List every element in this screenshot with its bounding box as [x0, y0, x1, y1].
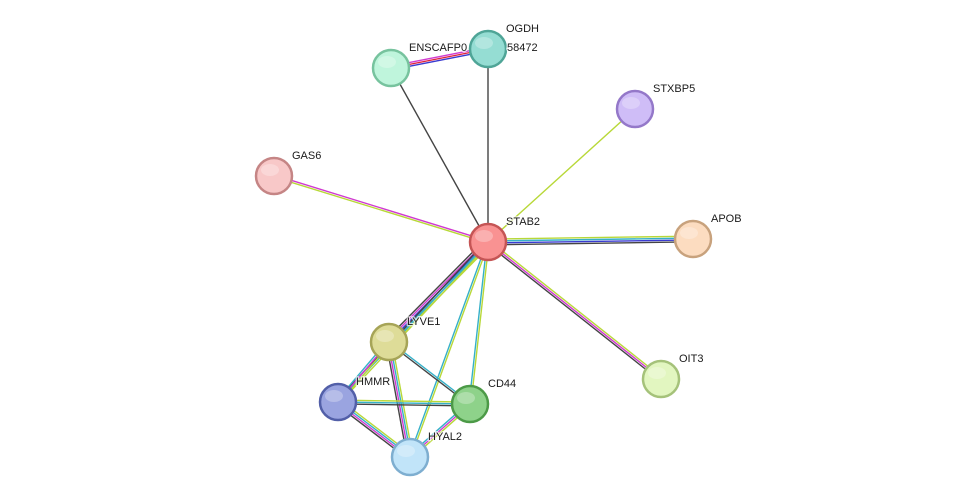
node-oit3-highlight — [648, 367, 666, 379]
node-label-lyve1: LYVE1 — [407, 316, 440, 328]
edge-evidence-line — [389, 341, 412, 457]
edge-stab2-enscafp — [390, 67, 489, 243]
node-gas6-highlight — [261, 164, 279, 176]
node-lyve1[interactable] — [369, 322, 409, 362]
edge-evidence-line — [273, 176, 488, 244]
edge-evidence-line — [488, 241, 694, 246]
node-hyal2[interactable] — [390, 437, 430, 477]
node-ogdh-highlight — [475, 37, 493, 49]
edge-evidence-line — [390, 67, 489, 243]
node-label-stab2: STAB2 — [506, 216, 540, 228]
node-oit3-circle[interactable] — [641, 359, 681, 399]
node-enscafp-circle[interactable] — [371, 48, 411, 88]
edge-lyve1-hyal2 — [385, 341, 414, 458]
edge-evidence-line — [487, 235, 693, 240]
edge-evidence-line — [487, 239, 694, 244]
node-label-gas6: GAS6 — [292, 150, 321, 162]
node-stxbp5-highlight — [622, 97, 640, 109]
node-ogdh-circle[interactable] — [468, 29, 508, 69]
edge-evidence-line — [487, 108, 636, 243]
edge-evidence-line — [487, 241, 662, 380]
edge-layer — [273, 46, 694, 460]
node-lyve1-highlight — [376, 330, 394, 342]
edge-evidence-line — [487, 237, 694, 242]
node-apob[interactable] — [673, 219, 713, 259]
node-apob-circle[interactable] — [673, 219, 713, 259]
node-stab2[interactable] — [468, 222, 508, 262]
edge-evidence-line — [387, 342, 410, 458]
edge-stab2-apob — [487, 235, 694, 246]
node-label-ogdh: OGDH — [506, 23, 539, 35]
node-stab2-circle[interactable] — [468, 222, 508, 262]
node-label-hmmr: HMMR — [356, 376, 390, 388]
node-hyal2-circle[interactable] — [390, 437, 430, 477]
edge-evidence-line — [468, 241, 488, 404]
node-hmmr[interactable] — [318, 382, 358, 422]
edge-evidence-line — [385, 238, 486, 340]
edge-stab2-oit3 — [486, 239, 663, 382]
edge-evidence-line — [338, 242, 490, 404]
edge-evidence-line — [391, 341, 414, 457]
node-lyve1-circle[interactable] — [369, 322, 409, 362]
edge-evidence-line — [385, 342, 408, 458]
edge-hmmr-cd44 — [337, 399, 471, 407]
edge-evidence-line — [408, 241, 488, 457]
edge-stab2-cd44 — [468, 241, 490, 405]
node-gas6-circle[interactable] — [254, 156, 294, 196]
edge-evidence-line — [410, 242, 490, 458]
node-label-hyal2: HYAL2 — [428, 431, 462, 443]
node-label-cd44: CD44 — [488, 378, 516, 390]
edge-stab2-gas6 — [273, 174, 489, 244]
node-cd44[interactable] — [450, 384, 490, 424]
node-stxbp5-circle[interactable] — [615, 89, 655, 129]
node-layer — [254, 29, 713, 477]
node-hmmr-circle[interactable] — [318, 382, 358, 422]
node-stab2-highlight — [475, 230, 493, 242]
node-enscafp-highlight — [378, 56, 396, 68]
edge-evidence-line — [337, 403, 470, 407]
node-cd44-highlight — [457, 392, 475, 404]
node-hyal2-highlight — [397, 445, 415, 457]
node-enscafp[interactable] — [371, 48, 411, 88]
node-label-enscafp: ENSCAFP0 — [409, 42, 467, 54]
node-oit3[interactable] — [641, 359, 681, 399]
node-label-stxbp5: STXBP5 — [653, 83, 695, 95]
node-gas6[interactable] — [254, 156, 294, 196]
node-label-apob: APOB — [711, 213, 742, 225]
edge-evidence-line — [274, 174, 489, 242]
node-apob-highlight — [680, 227, 698, 239]
edge-evidence-line — [338, 399, 471, 403]
node-cd44-circle[interactable] — [450, 384, 490, 424]
node-hmmr-highlight — [325, 390, 343, 402]
edge-evidence-line — [337, 401, 471, 405]
node-label-enscafp-line2: 58472 — [507, 42, 538, 54]
node-ogdh[interactable] — [468, 29, 508, 69]
edge-evidence-line — [488, 239, 663, 379]
node-label-oit3: OIT3 — [679, 353, 703, 365]
edge-stab2-hyal2 — [408, 241, 490, 458]
edge-evidence-line — [470, 242, 490, 405]
edge-stab2-stxbp5 — [487, 108, 636, 243]
edge-evidence-line — [486, 242, 661, 382]
node-stxbp5[interactable] — [615, 89, 655, 129]
